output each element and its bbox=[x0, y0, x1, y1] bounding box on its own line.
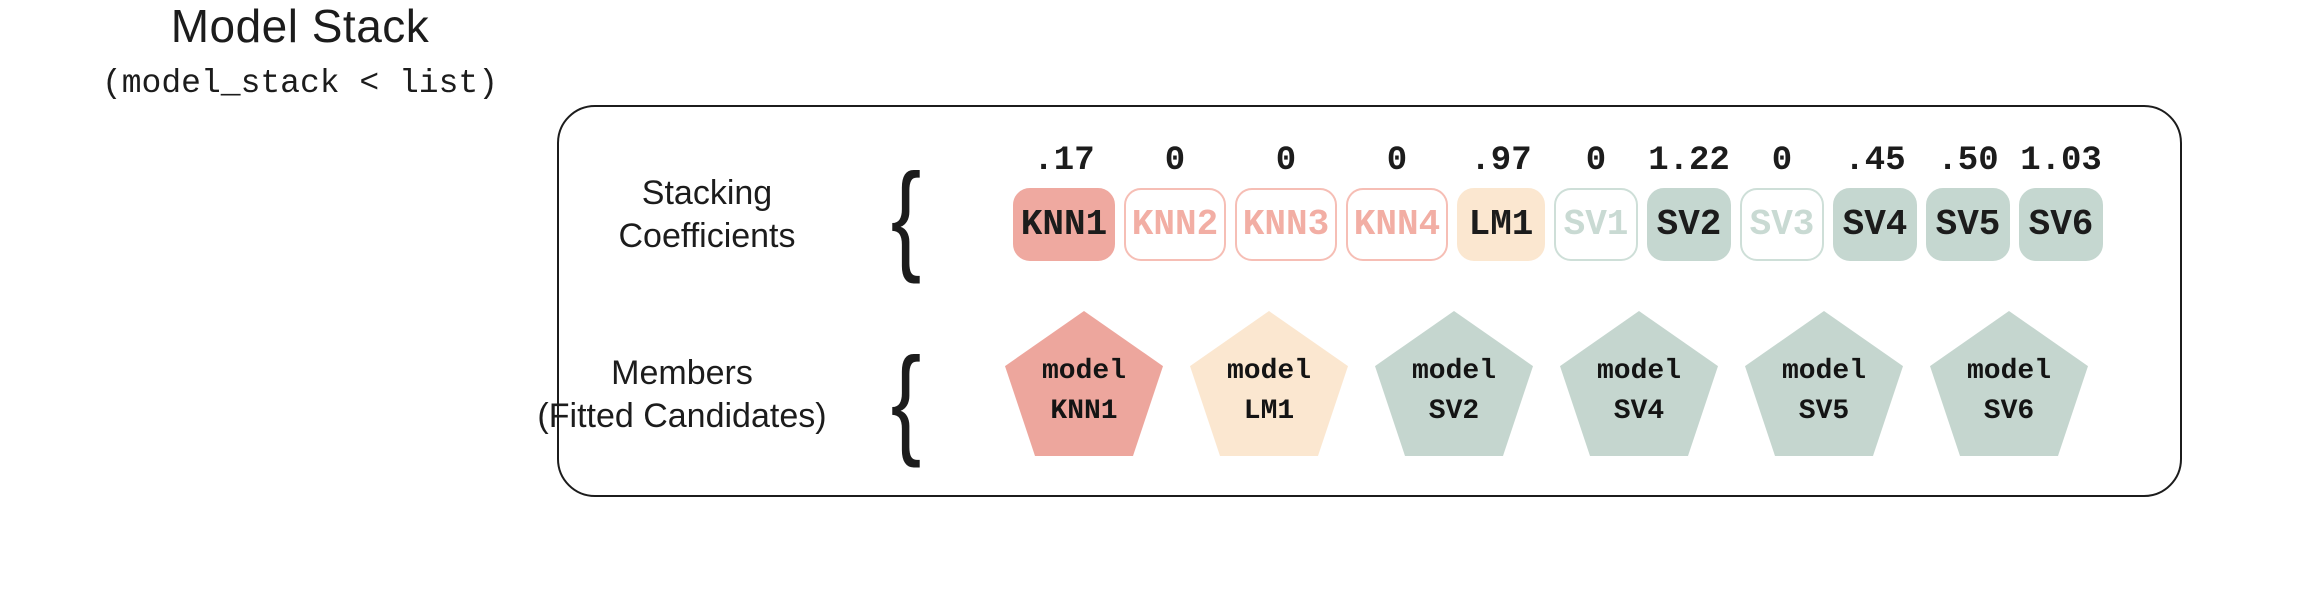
title-block: Model Stack (model_stack < list) bbox=[0, 0, 600, 104]
member-pentagon-knn1: model KNN1 bbox=[1005, 311, 1163, 456]
coefficient-item: .45 SV4 bbox=[1833, 140, 1917, 261]
member-line2: LM1 bbox=[1243, 395, 1295, 427]
stacking-coefficients-label-line2: Coefficients bbox=[618, 217, 796, 255]
member-line2: SV2 bbox=[1428, 395, 1480, 427]
coefficient-value: 0 bbox=[1164, 142, 1186, 180]
member-line2: SV4 bbox=[1613, 395, 1665, 427]
coefficients-brace-icon: { bbox=[890, 148, 922, 284]
members-label: Members (Fitted Candidates) bbox=[532, 352, 832, 438]
model-chip-knn2: KNN2 bbox=[1124, 188, 1226, 261]
coefficient-item: .97 LM1 bbox=[1457, 140, 1545, 261]
member-line1: model bbox=[1596, 355, 1681, 387]
coefficient-value: 1.22 bbox=[1648, 142, 1730, 180]
diagram-code-subtitle: (model_stack < list) bbox=[101, 65, 499, 102]
model-stack-panel bbox=[557, 105, 2182, 497]
coefficient-item: .50 SV5 bbox=[1926, 140, 2010, 261]
coefficient-value: .50 bbox=[1937, 142, 1999, 180]
coefficient-item: 1.22 SV2 bbox=[1647, 140, 1731, 261]
member-line1: model bbox=[1966, 355, 2051, 387]
members-label-line2: (Fitted Candidates) bbox=[537, 397, 827, 435]
members-row: model KNN1 model LM1 model SV2 model SV4… bbox=[1005, 311, 2088, 456]
members-label-line1: Members bbox=[611, 354, 753, 392]
coefficient-item: 0 KNN2 bbox=[1124, 140, 1226, 261]
coefficient-item: 0 SV1 bbox=[1554, 140, 1638, 261]
member-pentagon-lm1: model LM1 bbox=[1190, 311, 1348, 456]
coefficient-value: .45 bbox=[1844, 142, 1906, 180]
coefficient-value: 0 bbox=[1275, 142, 1297, 180]
coefficient-item: 0 SV3 bbox=[1740, 140, 1824, 261]
coefficient-value: .17 bbox=[1033, 142, 1095, 180]
model-chip-knn1: KNN1 bbox=[1013, 188, 1115, 261]
model-chip-sv1: SV1 bbox=[1554, 188, 1638, 261]
member-line1: model bbox=[1041, 355, 1126, 387]
member-line1: model bbox=[1226, 355, 1311, 387]
stacking-coefficients-label: Stacking Coefficients bbox=[557, 172, 857, 258]
model-chip-knn3: KNN3 bbox=[1235, 188, 1337, 261]
coefficient-value: 0 bbox=[1771, 142, 1793, 180]
coefficients-row: .17 KNN1 0 KNN2 0 KNN3 0 KNN4 .97 LM1 0 … bbox=[1013, 140, 2103, 261]
stacking-coefficients-label-line1: Stacking bbox=[641, 174, 773, 212]
coefficient-value: .97 bbox=[1470, 142, 1532, 180]
member-line2: SV6 bbox=[1983, 395, 2035, 427]
coefficient-value: 0 bbox=[1386, 142, 1408, 180]
coefficient-value: 1.03 bbox=[2020, 142, 2102, 180]
member-line1: model bbox=[1411, 355, 1496, 387]
model-chip-knn4: KNN4 bbox=[1346, 188, 1448, 261]
model-chip-sv3: SV3 bbox=[1740, 188, 1824, 261]
model-chip-sv5: SV5 bbox=[1926, 188, 2010, 261]
members-brace-icon: { bbox=[890, 332, 922, 468]
member-line1: model bbox=[1781, 355, 1866, 387]
coefficient-item: 0 KNN3 bbox=[1235, 140, 1337, 261]
diagram-title: Model Stack bbox=[170, 0, 430, 52]
model-chip-sv6: SV6 bbox=[2019, 188, 2103, 261]
coefficient-item: .17 KNN1 bbox=[1013, 140, 1115, 261]
model-chip-sv2: SV2 bbox=[1647, 188, 1731, 261]
coefficient-value: 0 bbox=[1585, 142, 1607, 180]
member-pentagon-sv6: model SV6 bbox=[1930, 311, 2088, 456]
model-chip-lm1: LM1 bbox=[1457, 188, 1545, 261]
member-pentagon-sv4: model SV4 bbox=[1560, 311, 1718, 456]
member-line2: KNN1 bbox=[1050, 395, 1118, 427]
coefficient-item: 1.03 SV6 bbox=[2019, 140, 2103, 261]
member-line2: SV5 bbox=[1798, 395, 1850, 427]
member-pentagon-sv2: model SV2 bbox=[1375, 311, 1533, 456]
coefficient-item: 0 KNN4 bbox=[1346, 140, 1448, 261]
model-chip-sv4: SV4 bbox=[1833, 188, 1917, 261]
member-pentagon-sv5: model SV5 bbox=[1745, 311, 1903, 456]
